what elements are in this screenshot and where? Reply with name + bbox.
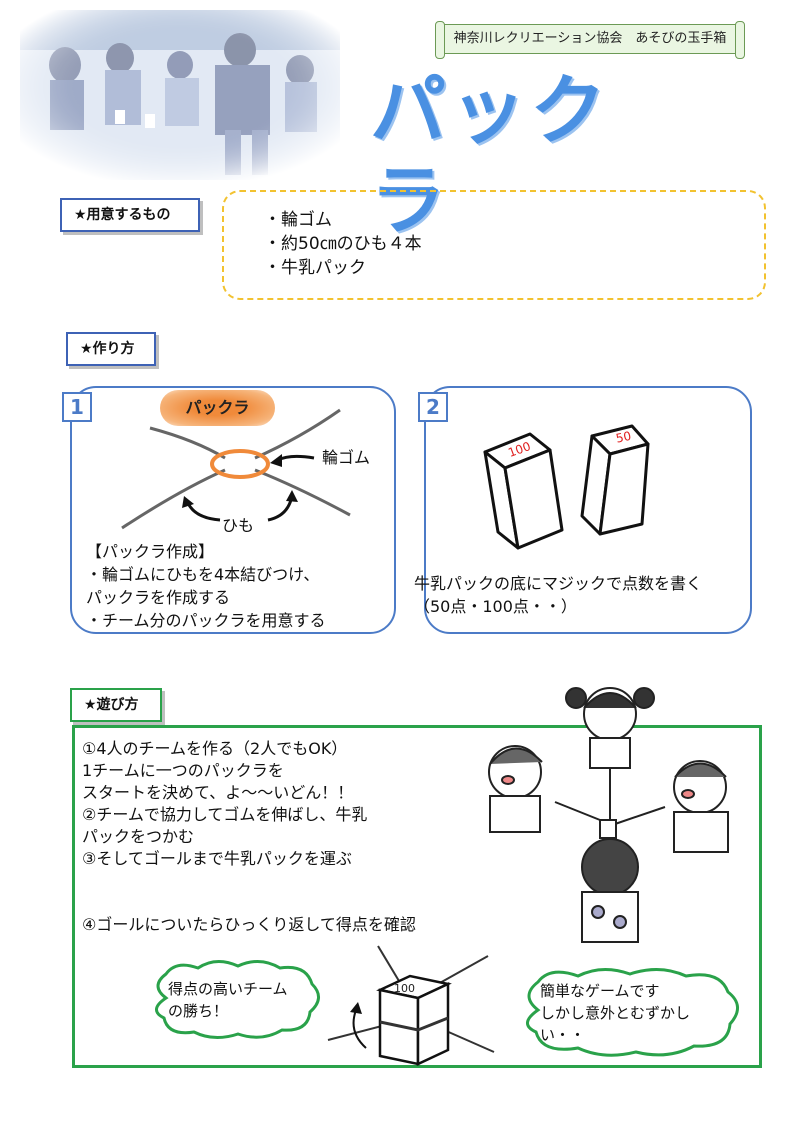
carton-score: 100 — [394, 982, 415, 995]
supply-item: ・約50㎝のひも４本 — [264, 234, 422, 254]
step1-line: 【パックラ作成】 — [86, 542, 215, 561]
milk-cartons-illustration: 100 50 — [483, 424, 650, 550]
pakkura-diagram — [121, 408, 351, 530]
carton-pull-illustration: 100 — [327, 945, 495, 1066]
play-line: 1チームに一つのパックラを — [82, 761, 284, 780]
cloud-right-text: 簡単なゲームです しかし意外とむずかし い・・ — [540, 980, 690, 1046]
step1-number: 1 — [62, 392, 92, 422]
step1-line: パックラを作成する — [86, 588, 231, 607]
play-label: ★遊び方 — [70, 688, 162, 722]
play-line: パックをつかむ — [82, 827, 195, 846]
cloud-line: しかし意外とむずかし — [540, 1004, 691, 1022]
supplies-label: ★用意するもの — [60, 198, 200, 232]
page-title: パックラ — [370, 66, 610, 245]
play-line: ③そしてゴールまで牛乳パックを運ぶ — [82, 849, 352, 868]
step2-number: 2 — [418, 392, 448, 422]
supply-item: ・輪ゴム — [264, 210, 332, 230]
arrow-icon — [270, 454, 282, 467]
cloud-line: 得点の高いチーム — [168, 980, 288, 998]
header-photo — [20, 10, 340, 180]
play-line — [82, 892, 416, 914]
step2-line: （50点・100点・・） — [414, 597, 577, 616]
string-label: ひも — [222, 516, 255, 535]
play-line — [82, 870, 416, 892]
step1-line: ・チーム分のパックラを用意する — [86, 611, 326, 630]
arrow-icon — [286, 490, 298, 502]
cloud-left-text: 得点の高いチーム の勝ち！ — [168, 978, 288, 1022]
cloud-right — [526, 968, 739, 1057]
step1-text: 【パックラ作成】 ・輪ゴムにひもを4本結びつけ、 パックラを作成する ・チーム分… — [86, 540, 326, 632]
rubber-label: 輪ゴム — [322, 448, 371, 467]
step2-text: 牛乳パックの底にマジックで点数を書く （50点・100点・・） — [414, 572, 702, 618]
rubber-band-icon — [210, 449, 270, 479]
cloud-line: い・・ — [540, 1026, 586, 1044]
pakkura-pill: パックラ — [160, 390, 275, 426]
howto-label: ★作り方 — [66, 332, 156, 366]
milk-carton-icon — [483, 432, 564, 550]
arrow-icon — [182, 496, 194, 508]
play-line: スタートを決めて、よ～～いどん！！ — [82, 783, 354, 802]
carton-score-50: 50 — [615, 429, 633, 446]
cloud-line: 簡単なゲームです — [540, 982, 660, 1000]
play-line: ②チームで協力してゴムを伸ばし、牛乳 — [82, 805, 368, 824]
step1-line: ・輪ゴムにひもを4本結びつけ、 — [86, 565, 320, 584]
step2-line: 牛乳パックの底にマジックで点数を書く — [414, 574, 703, 593]
play-line: ①4人のチームを作る（2人でもOK） — [82, 739, 348, 758]
arrow-icon — [350, 1002, 362, 1014]
cloud-left — [155, 960, 320, 1039]
milk-carton-icon — [580, 424, 650, 536]
play-line: ④ゴールについたらひっくり返して得点を確認 — [82, 915, 416, 934]
cloud-line: の勝ち！ — [168, 1002, 229, 1020]
play-instructions: ①4人のチームを作る（2人でもOK） 1チームに一つのパックラを スタートを決め… — [82, 738, 416, 936]
play-box — [72, 725, 762, 1068]
header-banner: 神奈川レクリエーション協会 あそびの玉手箱 — [435, 21, 745, 59]
supply-item: ・牛乳パック — [264, 258, 366, 278]
supplies-box: ・輪ゴム ・約50㎝のひも４本 ・牛乳パック — [222, 190, 766, 300]
children-playing-illustration — [488, 687, 729, 943]
